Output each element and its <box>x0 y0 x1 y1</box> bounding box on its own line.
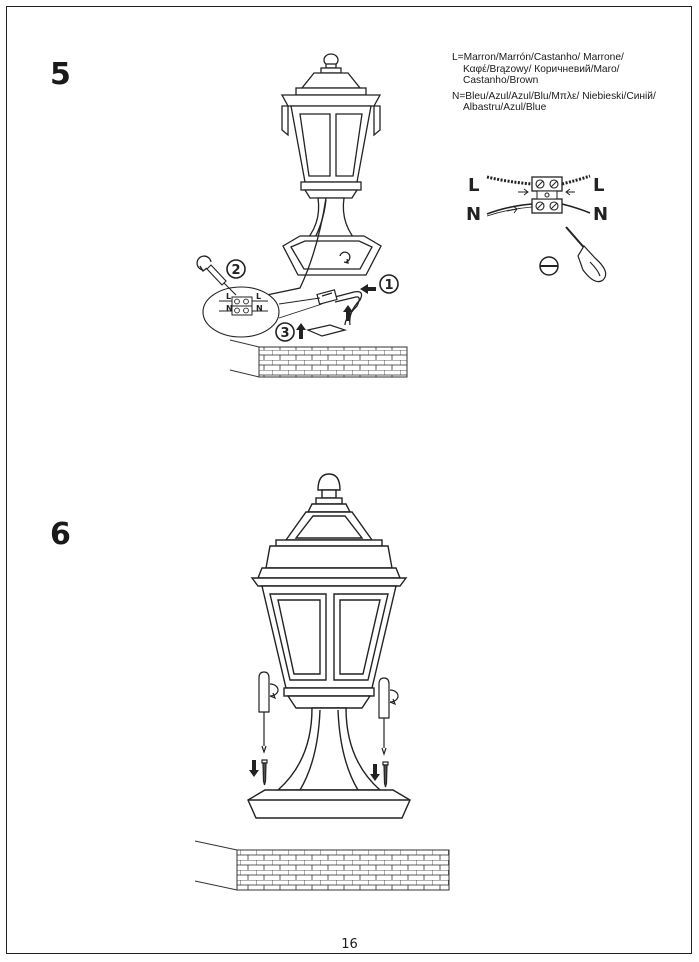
screwdriver-icon <box>378 677 390 756</box>
rotate-arrow-icon <box>269 683 279 697</box>
page-number: 16 <box>341 937 358 952</box>
callout-1: 1 <box>379 274 399 294</box>
svg-text:1: 1 <box>384 278 393 293</box>
slot-screw-icon <box>539 256 559 276</box>
svg-text:L: L <box>593 175 604 196</box>
rotate-arrow-icon <box>196 255 212 271</box>
rotate-arrow-head <box>389 698 397 706</box>
svg-text:N: N <box>466 204 481 225</box>
wire-color-legend: L=Marron/Marrón/Castanho/ Marrone/Καφέ/B… <box>452 52 682 118</box>
svg-text:L: L <box>226 292 231 301</box>
step5-brick-wall <box>229 339 408 378</box>
screwdriver-icon <box>258 671 270 754</box>
rotate-arrow-head <box>269 692 277 700</box>
callout-2: 2 <box>226 259 246 279</box>
rotate-arrow-head <box>199 265 208 272</box>
step6-lamp <box>247 473 411 819</box>
page-border <box>6 6 692 954</box>
terminal-block-diagram: L L N N <box>466 174 608 225</box>
up-arrow-icon <box>296 323 306 339</box>
step-number-6: 6 <box>50 517 71 552</box>
left-arrow-icon <box>360 284 376 294</box>
rotate-arrow-icon <box>389 689 399 703</box>
svg-text:N: N <box>593 204 608 225</box>
step-number-5: 5 <box>50 57 71 92</box>
svg-text:2: 2 <box>231 263 240 278</box>
wiring-inset: L N L N <box>202 286 323 338</box>
step5-connector <box>316 289 338 305</box>
svg-text:N: N <box>226 304 233 313</box>
mounting-plate <box>306 324 348 337</box>
screwdriver-icon <box>206 264 237 296</box>
down-arrow-icon <box>249 760 259 777</box>
up-arrow-icon <box>343 305 353 321</box>
screw <box>261 759 268 786</box>
step5-lamp-head <box>280 53 382 199</box>
svg-text:N: N <box>256 304 263 313</box>
svg-text:L: L <box>256 292 261 301</box>
svg-text:3: 3 <box>280 326 289 341</box>
screw <box>382 761 389 788</box>
live-wire-legend: L=Marron/Marrón/Castanho/ Marrone/Καφέ/B… <box>452 52 624 87</box>
down-arrow-icon <box>370 764 380 781</box>
callout-3: 3 <box>275 322 295 342</box>
screwdriver-icon <box>565 226 607 283</box>
svg-text:L: L <box>468 175 479 196</box>
step6-brick-wall <box>194 840 450 891</box>
step5-lamp-post <box>282 197 382 276</box>
neutral-wire-legend: N=Bleu/Azul/Azul/Blu/Μπλε/ Niebieski/Син… <box>452 90 656 114</box>
